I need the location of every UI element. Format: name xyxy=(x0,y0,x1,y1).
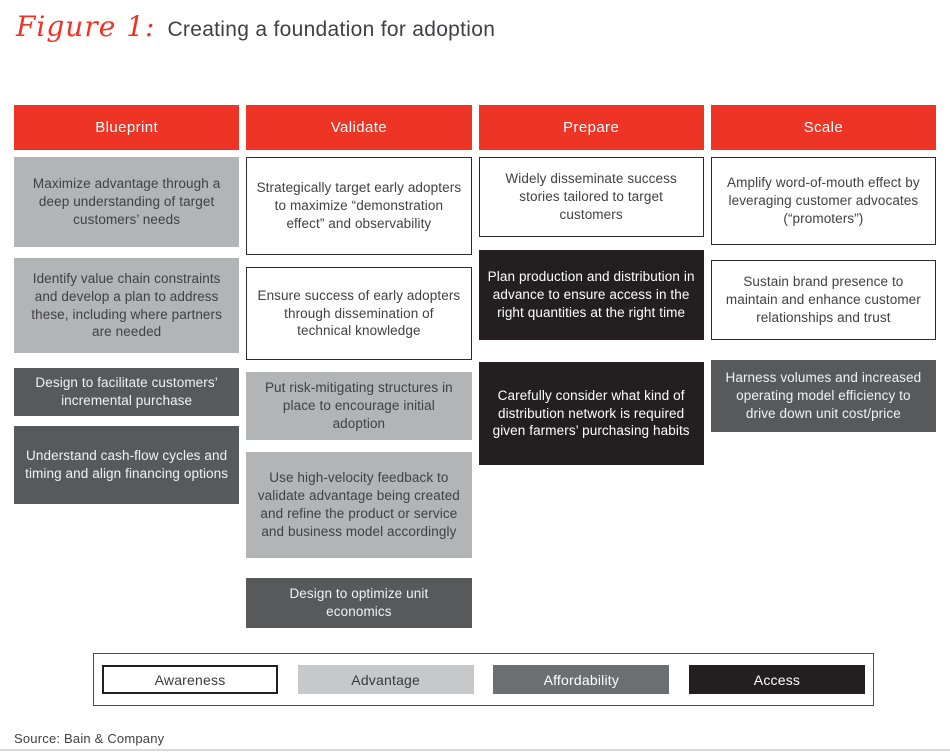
legend-item-advantage: Advantage xyxy=(297,665,474,694)
column-blueprint: Blueprint Maximize advantage through a d… xyxy=(14,105,240,628)
legend: Awareness Advantage Affordability Access xyxy=(93,653,874,706)
framework-matrix: Blueprint Maximize advantage through a d… xyxy=(14,105,936,628)
column-header-scale: Scale xyxy=(710,105,936,150)
scale-box-brand-presence: Sustain brand presence to maintain and e… xyxy=(710,260,936,340)
column-prepare: Prepare Widely disseminate success stori… xyxy=(478,105,704,628)
blueprint-box-cash-flow: Understand cash-flow cycles and timing a… xyxy=(14,425,240,504)
prepare-box-success-stories: Widely disseminate success stories tailo… xyxy=(478,157,704,237)
blueprint-box-incremental-purchase: Design to facilitate customers’ incremen… xyxy=(14,368,240,416)
source-note: Source: Bain & Company xyxy=(14,731,165,746)
validate-box-risk-mitigating: Put risk-mitigating structures in place … xyxy=(246,372,472,440)
figure-title: Creating a foundation for adoption xyxy=(167,18,496,41)
legend-item-access: Access xyxy=(688,665,865,694)
validate-box-feedback: Use high-velocity feedback to validate a… xyxy=(246,452,472,558)
blueprint-box-customer-needs: Maximize advantage through a deep unders… xyxy=(14,157,240,247)
blueprint-box-value-chain: Identify value chain constraints and dev… xyxy=(14,258,240,353)
column-validate: Validate Strategically target early adop… xyxy=(246,105,472,628)
prepare-box-distribution-network: Carefully consider what kind of distribu… xyxy=(478,362,704,465)
scale-box-word-of-mouth: Amplify word-of-mouth effect by leveragi… xyxy=(710,157,936,245)
figure-number-label: Figure 1: xyxy=(16,10,156,43)
column-scale: Scale Amplify word-of-mouth effect by le… xyxy=(710,105,936,628)
bottom-divider xyxy=(0,749,950,751)
legend-item-affordability: Affordability xyxy=(493,665,670,694)
column-header-prepare: Prepare xyxy=(478,105,704,150)
legend-item-awareness: Awareness xyxy=(102,665,278,694)
column-header-validate: Validate xyxy=(246,105,472,150)
column-header-blueprint: Blueprint xyxy=(14,105,240,150)
validate-box-early-adopters: Strategically target early adopters to m… xyxy=(246,157,472,255)
validate-box-unit-economics: Design to optimize unit economics xyxy=(246,578,472,628)
validate-box-ensure-success: Ensure success of early adopters through… xyxy=(246,267,472,360)
scale-box-harness-volumes: Harness volumes and increased operating … xyxy=(710,360,936,432)
figure-title-row: Figure 1: Creating a foundation for adop… xyxy=(16,10,495,43)
prepare-box-plan-production: Plan production and distribution in adva… xyxy=(478,250,704,340)
